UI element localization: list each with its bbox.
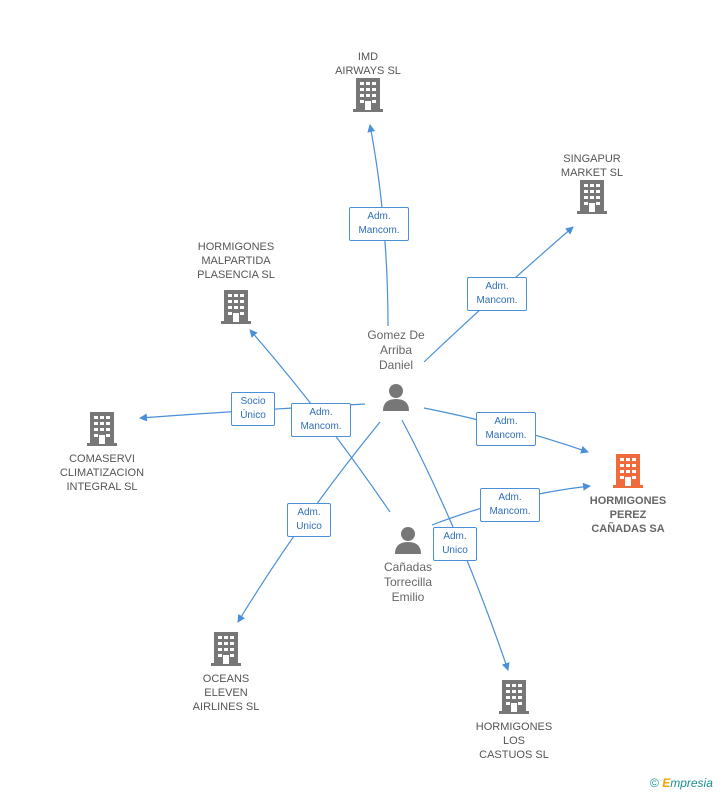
company-node-perez[interactable]: HORMIGONES PEREZ CAÑADAS SA [578,454,678,536]
person-node-canadas[interactable]: Cañadas Torrecilla Emilio [360,526,456,605]
empresia-logo: © Empresia [650,776,713,790]
brand-rest: mpresia [670,776,713,790]
company-name-perez: HORMIGONES PEREZ CAÑADAS SA [589,495,667,535]
company-name-comaservi: COMASERVI CLIMATIZACION INTEGRAL SL [59,453,145,493]
brand-e: E [662,776,671,790]
company-node-singapur[interactable]: SINGAPUR MARKET SL [542,152,642,214]
person-icon [395,527,421,554]
person-name-canadas: Cañadas Torrecilla Emilio [383,560,433,604]
building-icon [613,454,643,488]
relation-label[interactable]: Adm. Mancom. [291,403,351,437]
person-node-gomez[interactable]: Gomez De Arriba Daniel [348,328,444,411]
company-name-malpartida: HORMIGONES MALPARTIDA PLASENCIA SL [197,241,275,281]
company-name-oceans: OCEANS ELEVEN AIRLINES SL [192,673,260,713]
company-node-imd[interactable]: IMD AIRWAYS SL [318,50,418,112]
building-icon [87,412,117,446]
building-icon [211,632,241,666]
building-icon [353,78,383,112]
building-icon [221,290,251,324]
company-node-malpartida[interactable]: HORMIGONES MALPARTIDA PLASENCIA SL [184,240,288,324]
person-icon [383,384,409,411]
person-name-gomez: Gomez De Arriba Daniel [367,328,425,372]
relation-label[interactable]: Adm. Unico [433,527,477,561]
company-node-castuos[interactable]: HORMIGONES LOS CASTUOS SL [464,680,564,762]
company-node-oceans[interactable]: OCEANS ELEVEN AIRLINES SL [176,632,276,714]
relation-label[interactable]: Socio Único [231,392,275,426]
relation-label[interactable]: Adm. Mancom. [476,412,536,446]
relation-label[interactable]: Adm. Mancom. [467,277,527,311]
company-node-comaservi[interactable]: COMASERVI CLIMATIZACION INTEGRAL SL [50,412,154,494]
building-icon [499,680,529,714]
relation-label[interactable]: Adm. Mancom. [349,207,409,241]
relation-label[interactable]: Adm. Mancom. [480,488,540,522]
company-name-imd: IMD AIRWAYS SL [335,51,401,77]
building-icon [577,180,607,214]
company-name-castuos: HORMIGONES LOS CASTUOS SL [475,721,553,761]
company-name-singapur: SINGAPUR MARKET SL [560,153,624,179]
copyright-symbol: © [650,776,659,790]
relation-label[interactable]: Adm. Unico [287,503,331,537]
